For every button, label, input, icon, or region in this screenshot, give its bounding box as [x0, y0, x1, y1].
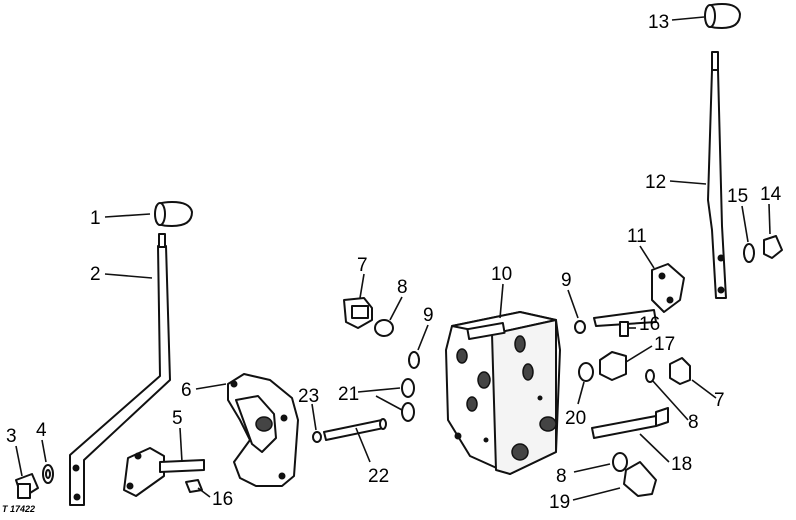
callout-16-left: 16	[212, 489, 233, 510]
callout-labels: 1 2 3 4 5 6 7 8 9 10 9 11 12 13 14 15 16…	[6, 12, 782, 513]
callout-14: 14	[760, 184, 782, 205]
part-oring-left	[374, 319, 394, 337]
callout-2: 2	[90, 264, 101, 285]
part-washer-small	[42, 464, 54, 484]
callout-6: 6	[181, 380, 192, 401]
callout-8-left: 8	[397, 277, 408, 298]
part-bolt-right	[763, 235, 783, 259]
callout-21: 21	[338, 384, 359, 405]
callout-22: 22	[368, 466, 389, 487]
part-detent-ball	[312, 431, 322, 443]
callout-8-right: 8	[688, 412, 699, 433]
part-knob-left	[154, 201, 193, 227]
callout-7-left: 7	[357, 255, 368, 276]
part-shift-lever-right	[707, 51, 727, 299]
callout-11: 11	[627, 226, 647, 247]
callout-18: 18	[671, 454, 692, 475]
leader-lines	[15, 16, 771, 501]
part-washer-right	[743, 243, 755, 263]
part-oring-lower	[612, 452, 628, 472]
part-oring-right	[645, 369, 655, 383]
callout-16-right: 16	[639, 314, 660, 335]
callout-15: 15	[727, 186, 748, 207]
callout-9-left: 9	[423, 305, 434, 326]
callout-4: 4	[36, 420, 47, 441]
reference-code: T 17422	[2, 504, 35, 514]
part-plug-right	[669, 357, 691, 385]
callout-19: 19	[549, 492, 570, 513]
callout-13: 13	[648, 12, 669, 33]
part-spring-pin-right	[619, 321, 629, 337]
callout-9-right: 9	[561, 270, 572, 291]
part-plug-left	[343, 297, 373, 329]
callout-3: 3	[6, 426, 17, 447]
part-shift-cam-housing	[227, 373, 299, 487]
part-oring-20	[578, 362, 594, 382]
callout-12: 12	[645, 172, 666, 193]
part-fitting	[599, 351, 627, 381]
callout-5: 5	[172, 408, 183, 429]
callout-8-lower: 8	[556, 466, 567, 487]
part-oring-9-left	[408, 351, 420, 369]
part-crank-arm-small	[123, 447, 205, 497]
part-oring-9-right	[574, 320, 586, 334]
part-long-bolt	[591, 407, 669, 439]
part-oring-pair	[401, 378, 415, 422]
part-shift-lever-left	[69, 233, 171, 506]
callout-10: 10	[491, 264, 512, 285]
part-shift-shaft	[323, 418, 387, 441]
callout-20: 20	[565, 408, 586, 429]
part-bolt-small	[15, 473, 39, 499]
callout-23: 23	[298, 386, 319, 407]
callout-17: 17	[654, 334, 675, 355]
part-knob-right	[704, 3, 741, 29]
part-crank-arm-right	[593, 263, 685, 327]
part-valve-housing	[445, 311, 561, 475]
callout-7-right: 7	[714, 390, 725, 411]
part-elbow-fitting	[623, 461, 657, 497]
callout-1: 1	[90, 208, 101, 229]
